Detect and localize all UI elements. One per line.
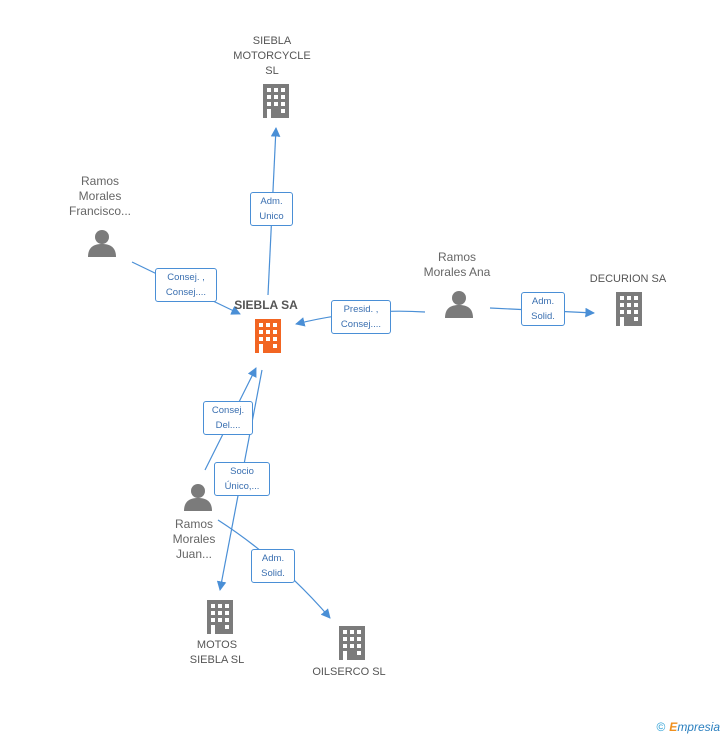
brand-name: mpresia [677, 720, 720, 734]
person-icon [88, 230, 116, 257]
building-icon [263, 84, 289, 118]
edge-label-adm-solid-decurion[interactable]: Adm. Solid. [521, 292, 565, 326]
node-siebla-sa[interactable]: SIEBLA SA [234, 298, 298, 312]
node-motos-siebla[interactable]: MOTOS SIEBLA SL [189, 639, 245, 666]
node-ramos-ana[interactable]: Ramos Morales Ana [423, 250, 491, 279]
building-icon [255, 319, 281, 353]
node-oilserco[interactable]: OILSERCO SL [312, 666, 386, 678]
person-icon [445, 291, 473, 318]
node-ramos-francisco[interactable]: Ramos Morales Francisco... [68, 174, 131, 218]
building-icon [339, 626, 365, 660]
person-icon [184, 484, 212, 511]
node-decurion[interactable]: DECURION SA [589, 273, 667, 285]
edge-label-presid-ana[interactable]: Presid. , Consej.... [331, 300, 391, 334]
copyright-symbol: © [656, 720, 666, 734]
edge-label-adm-solid-oilserco[interactable]: Adm. Solid. [251, 549, 295, 583]
node-ramos-juan[interactable]: Ramos Morales Juan... [172, 517, 216, 561]
edge-label-consej-francisco[interactable]: Consej. , Consej.... [155, 268, 217, 302]
brand-initial: E [669, 720, 678, 734]
edge-label-consej-del-juan[interactable]: Consej. Del.... [203, 401, 253, 435]
empresia-watermark[interactable]: ©Empresia [656, 720, 720, 734]
node-siebla-motorcycle[interactable]: SIEBLA MOTORCYCLE SL [233, 35, 311, 77]
edge-label-socio-unico[interactable]: Socio Único,... [214, 462, 270, 496]
edge-label-adm-unico[interactable]: Adm. Unico [250, 192, 293, 226]
building-icon [616, 292, 642, 326]
building-icon [207, 600, 233, 634]
